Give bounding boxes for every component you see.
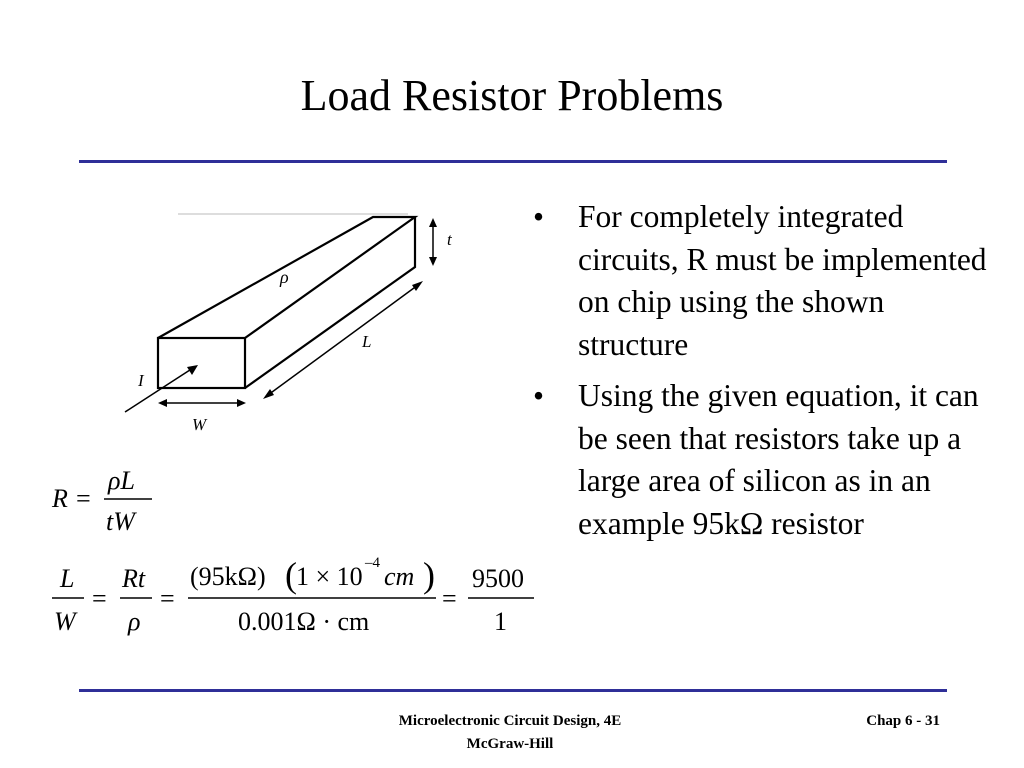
footer-page-number: Chap 6 - 31 — [866, 713, 940, 729]
bullet-item-1: • For completely integrated circuits, R … — [533, 196, 993, 366]
eq2-big-num-part2: 1 × 10 — [296, 562, 363, 591]
eq2-result-num: 9500 — [472, 564, 524, 593]
bottom-divider — [79, 689, 947, 692]
slide-title: Load Resistor Problems — [300, 71, 724, 120]
eq2-result-den: 1 — [494, 607, 507, 636]
eq1-numerator: ρL — [107, 466, 135, 495]
I-label: I — [137, 371, 145, 390]
eq2-open-paren: ( — [285, 555, 297, 595]
eq2-equals-1: = — [92, 584, 107, 613]
eq2-big-num-exp: –4 — [364, 555, 381, 571]
eq2-equals-2: = — [160, 584, 175, 613]
eq2-lhs-num: L — [59, 564, 74, 593]
top-divider — [79, 160, 947, 163]
footer-book-title: Microelectronic Circuit Design, 4E — [398, 713, 622, 729]
bullet-item-2: • Using the given equation, it can be se… — [533, 375, 993, 545]
eq2-big-den: 0.001Ω · cm — [238, 607, 369, 636]
eq2-close-paren: ) — [423, 555, 435, 595]
t-label: t — [447, 230, 453, 249]
eq2-big-num-part1: (95kΩ) — [190, 562, 266, 591]
resistance-equations: R = ρL tW L W = Rt ρ = (95kΩ) ( 1 × 10 –… — [51, 466, 534, 636]
eq2-mid-den: ρ — [127, 607, 140, 636]
footer-book-info: Microelectronic Circuit Design, 4E McGra… — [310, 710, 710, 756]
eq1-denominator: tW — [106, 507, 137, 536]
rho-label: ρ — [279, 267, 289, 287]
eq2-equals-3: = — [442, 584, 457, 613]
eq2-lhs-den: W — [54, 607, 78, 636]
bullet-text: Using the given equation, it can be seen… — [578, 378, 979, 541]
bullet-list: • For completely integrated circuits, R … — [533, 196, 993, 554]
eq1-lhs: R = — [51, 484, 92, 513]
resistor-diagram: ρ t L I W — [124, 213, 453, 434]
footer-publisher: McGraw-Hill — [466, 736, 554, 752]
W-label: W — [192, 415, 208, 434]
bullet-text: For completely integrated circuits, R mu… — [578, 199, 987, 362]
eq2-mid-num: Rt — [121, 564, 146, 593]
bullet-marker: • — [533, 199, 545, 234]
L-label: L — [361, 332, 371, 351]
bullet-marker: • — [533, 378, 545, 413]
eq2-big-num-unit: cm — [384, 562, 414, 591]
